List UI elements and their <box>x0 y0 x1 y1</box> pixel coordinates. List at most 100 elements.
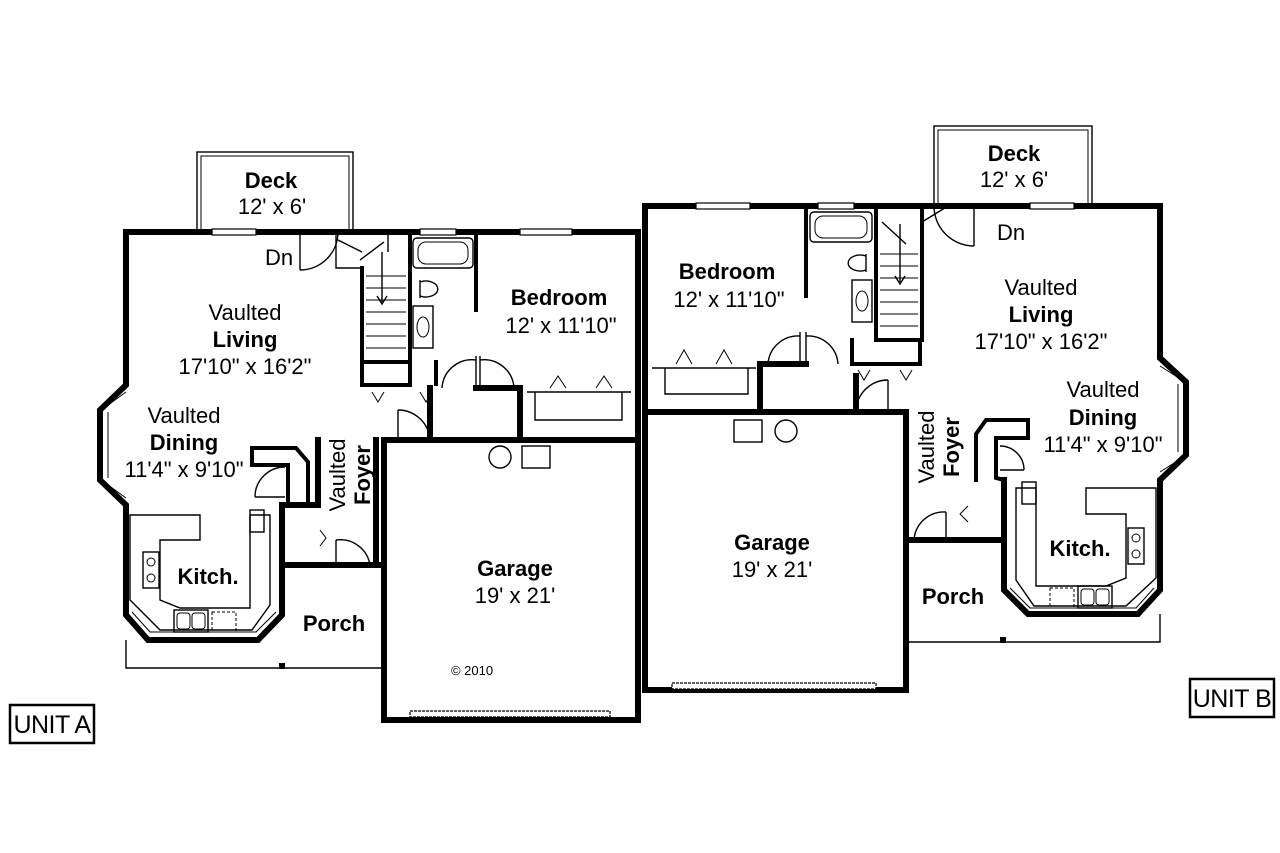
unit-b-porch-name: Porch <box>922 584 984 609</box>
unit-b-living-prefix: Vaulted <box>1005 275 1078 300</box>
unit-b-interior-walls <box>642 361 909 415</box>
unit-b-bedroom-size: 12' x 11'10" <box>673 287 784 312</box>
unit-b-closet-doors <box>857 369 913 381</box>
unit-b-vanity <box>851 279 873 323</box>
unit-b-foyer-coat <box>974 418 1030 483</box>
unit-a-tag: UNIT A <box>8 703 96 745</box>
unit-b-toilet <box>847 254 867 272</box>
unit-a-garage-door <box>409 710 611 718</box>
unit-b-closet <box>850 342 922 366</box>
unit-a-porch-post <box>279 663 285 669</box>
unit-a-dining-prefix: Vaulted <box>148 403 221 428</box>
unit-a-living-size: 17'10" x 16'2" <box>179 354 312 379</box>
unit-a-front-door <box>335 538 371 566</box>
unit-a-porch-outline <box>125 640 384 669</box>
unit-a-bay-window <box>103 391 127 499</box>
unit-b-plan <box>642 125 1189 693</box>
unit-b-water-heater <box>774 419 798 443</box>
unit-a-dn-label: Dn <box>265 245 293 270</box>
unit-a-closet <box>360 363 412 387</box>
unit-a-vanity <box>412 305 434 349</box>
unit-a-furnace <box>521 445 551 469</box>
unit-b-garage-size: 19' x 21' <box>732 557 813 582</box>
unit-a-kitchen-name: Kitch. <box>177 564 238 589</box>
unit-b-foyer-prefix: Vaulted <box>914 411 939 484</box>
unit-b-deck-door <box>933 205 975 247</box>
unit-a-foyer-name: Foyer <box>350 445 375 505</box>
unit-b-garage-name: Garage <box>734 530 810 555</box>
unit-a-foyer-garage-door <box>397 409 431 441</box>
unit-b-porch-post <box>1000 637 1006 643</box>
unit-b-bath-walls <box>804 204 878 346</box>
unit-b-tag: UNIT B <box>1188 677 1276 719</box>
unit-a-bedroom-closet <box>527 391 631 421</box>
unit-a-plan <box>97 151 641 723</box>
unit-b-dining-prefix: Vaulted <box>1067 377 1140 402</box>
unit-a-foyer-coat <box>250 446 310 507</box>
unit-b-bedroom-closet <box>652 367 756 395</box>
unit-b-bath-window <box>817 202 855 210</box>
unit-b-garage-walls <box>642 409 909 693</box>
unit-b-garage-door <box>671 682 877 690</box>
unit-a-bedroom-name: Bedroom <box>511 285 608 310</box>
unit-b-deck-name: Deck <box>988 141 1041 166</box>
unit-a-bathtub <box>412 237 474 269</box>
unit-a-closet-doors <box>371 391 433 403</box>
unit-a-stairs <box>335 232 412 364</box>
unit-a-kitchen-counters <box>129 509 271 633</box>
unit-a-porch-name: Porch <box>303 611 365 636</box>
unit-a-bath-walls <box>408 230 478 386</box>
unit-b-foyer-closet-door <box>999 445 1025 471</box>
unit-b-furnace <box>733 419 763 443</box>
unit-b-hall-doors <box>767 332 839 365</box>
unit-b-bedroom-name: Bedroom <box>679 259 776 284</box>
unit-a-living-name: Living <box>213 327 278 352</box>
unit-a-tag-label: UNIT A <box>13 711 91 739</box>
unit-a-garage-name: Garage <box>477 556 553 581</box>
unit-b-deck-size: 12' x 6' <box>980 167 1048 192</box>
unit-b-tag-label: UNIT B <box>1193 685 1272 713</box>
unit-b-front-door <box>913 511 947 541</box>
unit-b-exterior-wall <box>642 203 1189 617</box>
unit-a-garage-walls <box>381 437 641 723</box>
unit-b-living-size: 17'10" x 16'2" <box>975 329 1108 354</box>
unit-b-living-name: Living <box>1009 302 1074 327</box>
unit-a-exterior-wall <box>97 229 641 643</box>
unit-a-toilet <box>419 280 439 298</box>
unit-b-stairs <box>874 204 949 342</box>
unit-a-bedroom-size: 12' x 11'10" <box>505 313 616 338</box>
unit-a-dining-size: 11'4" x 9'10" <box>124 457 243 482</box>
unit-b-living-window <box>1029 202 1075 210</box>
unit-a-deck-name: Deck <box>245 168 298 193</box>
unit-a-water-heater <box>488 445 512 469</box>
unit-b-bedroom-window <box>695 202 751 210</box>
unit-b-deck-outline <box>933 125 1093 207</box>
unit-a-foyer-walls <box>279 437 379 568</box>
unit-a-foyer-window <box>319 529 327 547</box>
unit-a-living-prefix: Vaulted <box>209 300 282 325</box>
unit-b-foyer-name: Foyer <box>939 417 964 477</box>
unit-a-foyer-closet-door <box>254 466 286 498</box>
unit-a-garage-size: 19' x 21' <box>475 583 556 608</box>
unit-b-bay-window <box>1159 365 1183 473</box>
unit-a-dining-name: Dining <box>150 430 218 455</box>
unit-b-dining-name: Dining <box>1069 405 1137 430</box>
unit-b-dn-label: Dn <box>997 220 1025 245</box>
unit-b-kitchen-counters <box>1015 481 1157 609</box>
unit-b-bedroom-closet-doors <box>675 348 733 365</box>
unit-b-kitchen-name: Kitch. <box>1049 536 1110 561</box>
unit-b-dining-size: 11'4" x 9'10" <box>1043 432 1162 457</box>
unit-a-bedroom-window <box>519 228 573 236</box>
unit-b-bathtub <box>809 211 873 243</box>
unit-a-bath-window <box>419 228 457 236</box>
unit-a-foyer-prefix: Vaulted <box>325 439 350 512</box>
unit-a-deck-size: 12' x 6' <box>238 194 306 219</box>
unit-a-hall-doors <box>441 356 515 389</box>
unit-b-hall-garage-door <box>855 379 889 413</box>
copyright-label: © 2010 <box>451 663 493 678</box>
unit-b-foyer-window <box>959 505 969 523</box>
unit-a-deck-door <box>299 231 339 271</box>
unit-a-living-window <box>211 228 257 236</box>
unit-a-bedroom-closet-doors <box>549 375 613 389</box>
